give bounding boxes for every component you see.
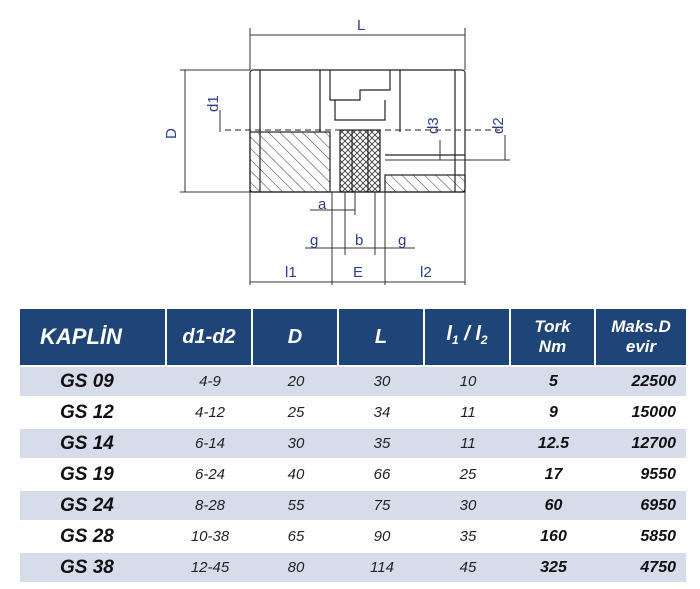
header-bore: d1-d2 <box>167 309 253 365</box>
cell-d: 55 <box>253 489 339 520</box>
table-row: GS 38 12-45 80 114 45 325 4750 <box>20 551 686 582</box>
cell-bore: 10-38 <box>167 520 253 551</box>
cell-speed: 9550 <box>596 458 686 489</box>
table-row: GS 28 10-38 65 90 35 160 5850 <box>20 520 686 551</box>
header-torque-line2: Nm <box>538 337 567 356</box>
dim-label-b: b <box>355 232 363 249</box>
table-row: GS 12 4-12 25 34 11 9 15000 <box>20 396 686 427</box>
header-l1-sub: 1 <box>451 333 459 347</box>
cell-l12: 45 <box>425 551 511 582</box>
header-l1-letter: l <box>446 323 452 345</box>
header-l2-sub: 2 <box>480 333 488 347</box>
cell-l: 114 <box>339 551 425 582</box>
cell-model: GS 09 <box>20 365 167 396</box>
cell-d: 65 <box>253 520 339 551</box>
cell-l: 66 <box>339 458 425 489</box>
cell-bore: 8-28 <box>167 489 253 520</box>
dim-label-d1: d1 <box>205 95 222 112</box>
dim-label-g-left: g <box>310 232 318 249</box>
cell-d: 30 <box>253 427 339 458</box>
cell-speed: 5850 <box>596 520 686 551</box>
header-l-separator: / <box>458 323 476 345</box>
cell-torque: 5 <box>511 365 596 396</box>
cell-model: GS 28 <box>20 520 167 551</box>
cell-torque: 325 <box>511 551 596 582</box>
table-row: GS 24 8-28 55 75 30 60 6950 <box>20 489 686 520</box>
coupling-drawing: L D d1 d3 d2 a b g g l1 E l2 <box>163 17 510 285</box>
cell-bore: 6-14 <box>167 427 253 458</box>
cell-speed: 6950 <box>596 489 686 520</box>
cell-speed: 15000 <box>596 396 686 427</box>
dim-label-l1: l1 <box>285 264 297 281</box>
header-l1-l2: l1 / l2 <box>425 309 511 365</box>
cell-torque: 9 <box>511 396 596 427</box>
cell-d: 80 <box>253 551 339 582</box>
cell-l12: 11 <box>425 427 511 458</box>
cell-model: GS 38 <box>20 551 167 582</box>
cell-bore: 4-12 <box>167 396 253 427</box>
header-model: KAPLİN <box>20 309 167 365</box>
cell-d: 20 <box>253 365 339 396</box>
cell-torque: 160 <box>511 520 596 551</box>
dim-label-L: L <box>357 17 365 34</box>
cell-l: 30 <box>339 365 425 396</box>
dim-label-g-right: g <box>398 232 406 249</box>
cell-speed: 22500 <box>596 365 686 396</box>
header-speed-line1: Maks.D <box>611 317 671 336</box>
header-l: L <box>339 309 425 365</box>
cell-speed: 4750 <box>596 551 686 582</box>
cell-model: GS 12 <box>20 396 167 427</box>
table-row: GS 19 6-24 40 66 25 17 9550 <box>20 458 686 489</box>
cell-l: 90 <box>339 520 425 551</box>
cell-l12: 35 <box>425 520 511 551</box>
cell-l: 75 <box>339 489 425 520</box>
cell-d: 40 <box>253 458 339 489</box>
table-row: GS 14 6-14 30 35 11 12.5 12700 <box>20 427 686 458</box>
header-l2-letter: l <box>475 323 481 345</box>
cell-model: GS 24 <box>20 489 167 520</box>
cell-model: GS 14 <box>20 427 167 458</box>
cell-torque: 60 <box>511 489 596 520</box>
dimension-lines <box>180 28 510 285</box>
cell-bore: 12-45 <box>167 551 253 582</box>
coupling-body <box>249 69 466 193</box>
cell-model: GS 19 <box>20 458 167 489</box>
dim-label-l2: l2 <box>420 264 432 281</box>
table-row: GS 09 4-9 20 30 10 5 22500 <box>20 365 686 396</box>
cell-l: 35 <box>339 427 425 458</box>
cell-torque: 17 <box>511 458 596 489</box>
dim-label-d2: d2 <box>490 117 507 134</box>
header-torque-line1: Tork <box>534 317 571 336</box>
cell-bore: 6-24 <box>167 458 253 489</box>
header-d: D <box>253 309 339 365</box>
cell-l: 34 <box>339 396 425 427</box>
dim-label-E: E <box>353 264 363 281</box>
dim-label-d3: d3 <box>425 117 442 134</box>
cell-l12: 11 <box>425 396 511 427</box>
dim-label-D: D <box>163 128 180 139</box>
dim-label-a: a <box>318 196 327 213</box>
header-speed-line2: evir <box>625 337 657 356</box>
cell-torque: 12.5 <box>511 427 596 458</box>
cell-bore: 4-9 <box>167 365 253 396</box>
cell-l12: 30 <box>425 489 511 520</box>
cell-d: 25 <box>253 396 339 427</box>
cell-l12: 10 <box>425 365 511 396</box>
cell-l12: 25 <box>425 458 511 489</box>
cell-speed: 12700 <box>596 427 686 458</box>
